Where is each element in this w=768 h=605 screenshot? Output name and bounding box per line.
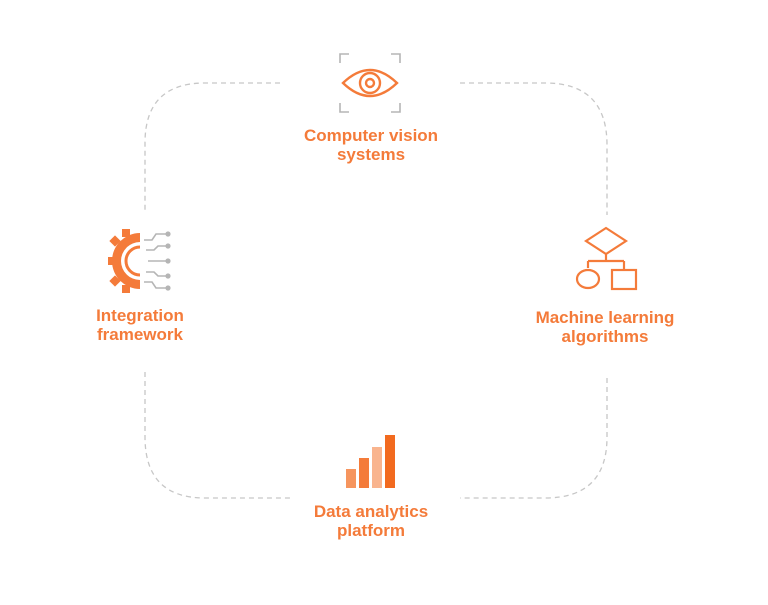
gear-circuit-icon bbox=[108, 229, 171, 293]
bar-3 bbox=[372, 447, 382, 488]
data-analytics-line2: platform bbox=[337, 521, 405, 540]
integration-line1: Integration bbox=[96, 306, 184, 325]
node-label-data-analytics: Data analytics platform bbox=[314, 502, 428, 540]
frame-segment-bottom-left bbox=[144, 372, 290, 499]
eye-icon bbox=[339, 53, 401, 113]
bar-4 bbox=[385, 435, 395, 488]
integration-line2: framework bbox=[97, 325, 183, 344]
bar-1 bbox=[346, 469, 356, 488]
machine-learning-line2: algorithms bbox=[561, 327, 649, 346]
computer-vision-line1: Computer vision bbox=[303, 126, 439, 145]
machine-learning-line1: Machine learning bbox=[535, 308, 675, 327]
computer-vision-line2: systems bbox=[336, 145, 406, 164]
data-analytics-line1: Data analytics bbox=[313, 502, 429, 521]
node-label-integration: Integration framework bbox=[96, 306, 184, 344]
node-label-machine-learning: Machine learning algorithms bbox=[536, 308, 675, 346]
bar-2 bbox=[359, 458, 369, 488]
flowchart-icon bbox=[575, 226, 638, 291]
node-label-computer-vision: Computer vision systems bbox=[304, 126, 438, 164]
frame-segment-top-left bbox=[144, 82, 280, 212]
bar-chart-icon bbox=[346, 435, 395, 488]
frame-segment-top-right bbox=[460, 82, 608, 215]
frame-segment-bottom-right bbox=[460, 378, 608, 499]
